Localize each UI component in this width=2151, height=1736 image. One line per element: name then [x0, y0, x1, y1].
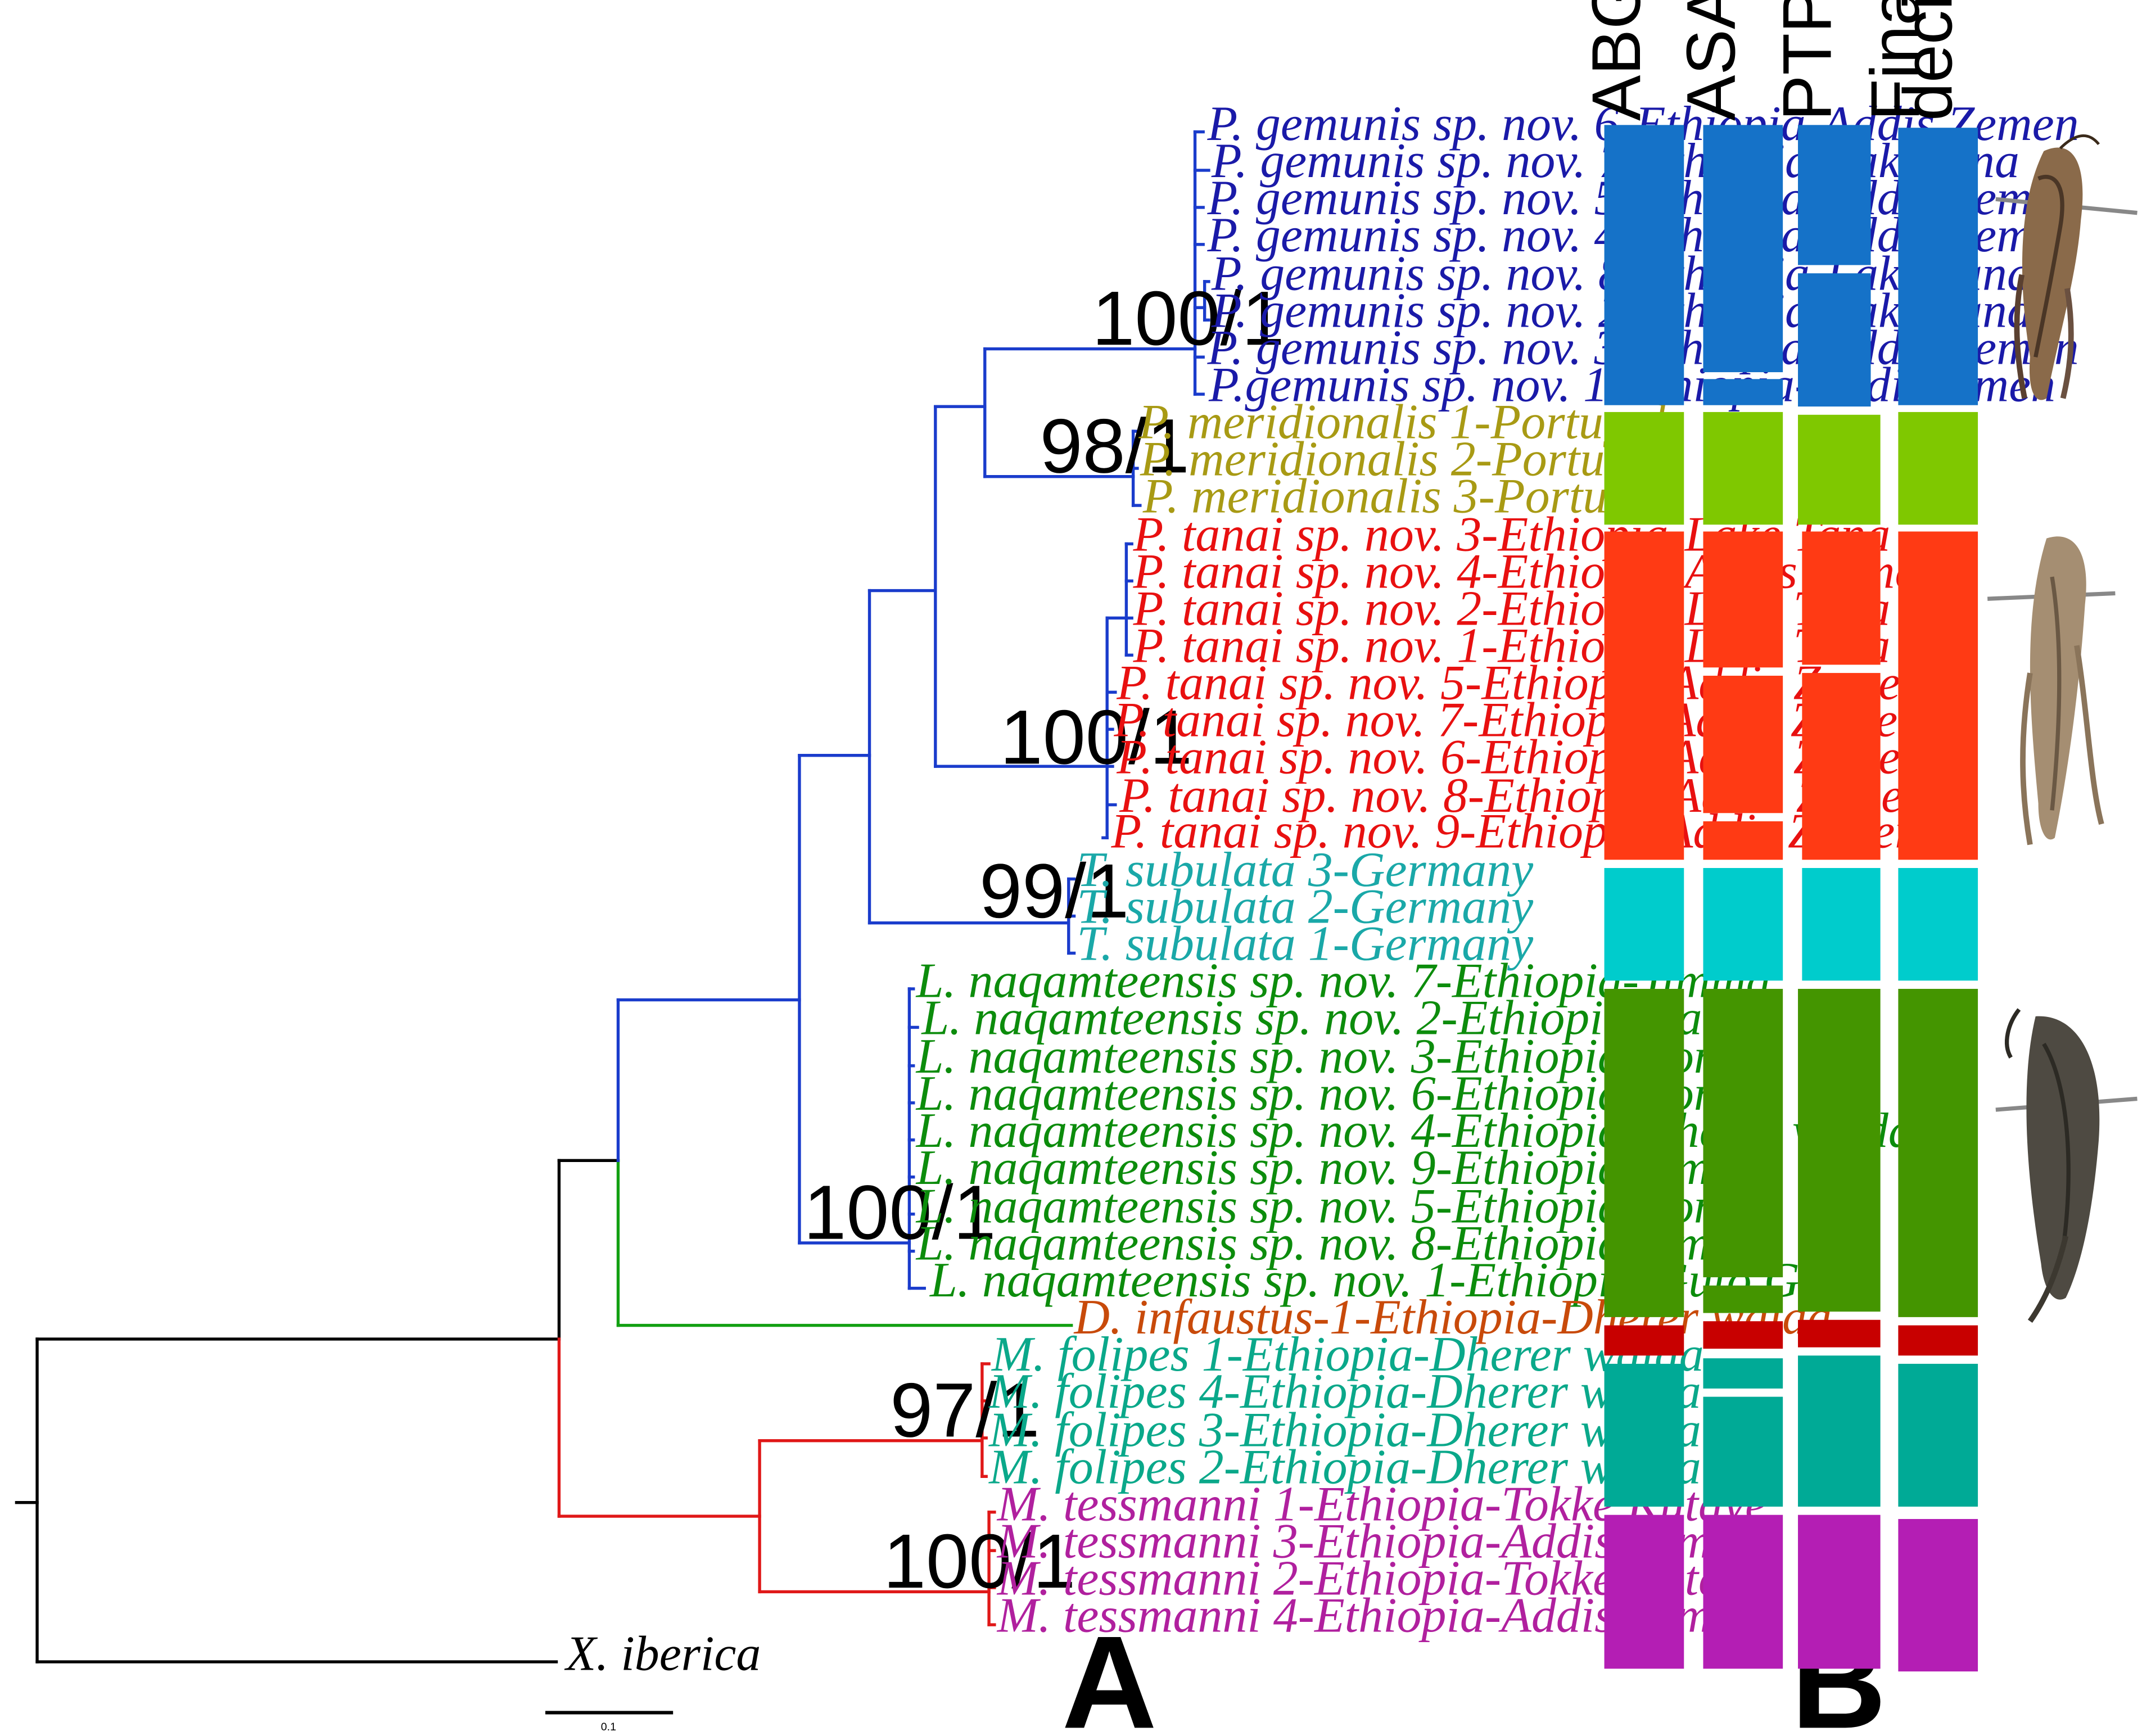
specimen-photo-tanai [1987, 536, 2116, 846]
tip-label-tanai: P. tanai sp. nov. 5-Ethiopia-Addis Zemen [1116, 656, 1925, 711]
header-ptp: PTP [1769, 0, 1846, 121]
header-final-decision-line1: Final [1856, 0, 1933, 121]
asab-bar-subulata [1703, 868, 1783, 981]
asab-bar-tanai-1 [1703, 531, 1783, 668]
header-abgd: ABGD [1578, 0, 1655, 121]
support-meridionalis: 98/1 [1040, 403, 1189, 489]
tip-label-tanai: P. tanai sp. nov. 8-Ethiopia-Addis Zemen [1119, 768, 1928, 823]
column-headers: ABGD ASAB PTP Final decision [1578, 0, 1967, 121]
support-folipes: 97/1 [890, 1367, 1040, 1453]
final-bar-gemunis [1898, 128, 1978, 405]
ptp-bar-tessmanni [1798, 1515, 1881, 1669]
final-bar-infaustus [1898, 1325, 1978, 1356]
ptp-bar-gemunis-2 [1798, 273, 1871, 407]
asab-bar-tanai-3 [1703, 821, 1783, 860]
abgd-bar-subulata [1604, 868, 1684, 981]
support-gemunis: 100/1 [1092, 275, 1284, 361]
final-bar-tessmanni [1898, 1519, 1978, 1672]
header-asab: ASAB [1673, 0, 1750, 121]
support-tessmanni: 100/1 [883, 1518, 1076, 1604]
asab-bar-naqamteensis-2 [1703, 1285, 1783, 1313]
abgd-bar-gemunis [1604, 125, 1684, 405]
asab-bar-folipes-2 [1703, 1396, 1783, 1507]
scale-bar: 0.1 [545, 1711, 674, 1733]
tip-label-folipes: M. folipes 2-Ethiopia-Dherer walda [988, 1440, 1701, 1494]
tip-label-meridionalis: P. meridionalis 2-Portugal [1140, 432, 1668, 486]
tip-label-folipes: M. folipes 4-Ethiopia-Dherer walda [988, 1364, 1701, 1419]
tip-label-folipes: M. folipes 1-Ethiopia-Dherer walda [991, 1327, 1704, 1382]
scale-bar-label: 0.1 [601, 1721, 616, 1733]
ptp-bar-tanai-2 [1802, 673, 1881, 860]
tip-label-folipes: M. folipes 3-Ethiopia-Dherer walda [988, 1403, 1701, 1458]
ptp-bar-infaustus [1798, 1319, 1881, 1348]
final-bar-naqamteensis [1898, 988, 1978, 1317]
tip-label-tanai: P. tanai sp. nov. 6-Ethiopia-Addis Zemen [1116, 730, 1925, 784]
abgd-bar-naqamteensis [1604, 988, 1684, 1317]
asab-bar-gemunis-1 [1703, 125, 1783, 373]
asab-bar-tanai-2 [1703, 675, 1783, 813]
abgd-bar-infaustus [1604, 1325, 1684, 1356]
ptp-bar-folipes [1798, 1355, 1881, 1507]
specimen-photo-naqamteensis [1995, 1008, 2138, 1323]
final-bar-tanai [1898, 531, 1978, 860]
support-subulata: 99/1 [979, 848, 1129, 934]
tip-label-subulata: T. subulata 2-Germany [1077, 880, 1534, 934]
panel-label-a: A [1062, 1608, 1157, 1736]
delimitation-bars [1604, 125, 1978, 1672]
abgd-bar-tessmanni [1604, 1515, 1684, 1669]
header-final-decision: Final decision [1856, 0, 1967, 121]
asab-bar-tessmanni [1703, 1515, 1783, 1669]
final-bar-folipes [1898, 1363, 1978, 1507]
tip-label-subulata: T. subulata 3-Germany [1077, 843, 1534, 897]
ptp-bar-subulata [1802, 868, 1881, 981]
abgd-bar-folipes [1604, 1363, 1684, 1507]
tip-label-meridionalis: P. meridionalis 3-Portugal [1142, 469, 1671, 523]
ptp-bar-tanai-1 [1802, 531, 1881, 665]
final-bar-subulata [1898, 868, 1978, 981]
tip-label-meridionalis: P. meridionalis 1-Portugal [1138, 395, 1666, 449]
support-tanai: 100/1 [1000, 694, 1192, 780]
tip-label-subulata: T. subulata 1-Germany [1077, 917, 1534, 971]
ptp-bar-naqamteensis [1798, 988, 1881, 1312]
asab-bar-folipes-1 [1703, 1358, 1783, 1389]
tree-branches [15, 130, 1210, 1663]
support-values: 100/1 98/1 100/1 99/1 100/1 97/1 100/1 [803, 275, 1284, 1604]
specimen-photo-gemunis [1995, 134, 2138, 400]
support-naqamteensis: 100/1 [803, 1169, 996, 1255]
asab-bar-meridionalis [1703, 412, 1783, 525]
tip-label-iberica: X. iberica [564, 1627, 761, 1681]
ptp-bar-meridionalis [1798, 414, 1881, 525]
final-bar-meridionalis [1898, 412, 1978, 525]
ptp-bar-gemunis-1 [1798, 125, 1871, 265]
tip-label-tanai: P. tanai sp. nov. 9-Ethiopia-Addis Zemen [1111, 804, 1920, 858]
asab-bar-naqamteensis-1 [1703, 988, 1783, 1278]
asab-bar-gemunis-2 [1703, 379, 1783, 405]
abgd-bar-meridionalis [1604, 412, 1684, 525]
header-final-decision-line2: decision [1890, 0, 1967, 121]
asab-bar-infaustus [1703, 1321, 1783, 1349]
abgd-bar-tanai [1604, 531, 1684, 860]
tip-label-tanai: P. tanai sp. nov. 7-Ethiopia-Addis Zemen [1113, 693, 1922, 747]
